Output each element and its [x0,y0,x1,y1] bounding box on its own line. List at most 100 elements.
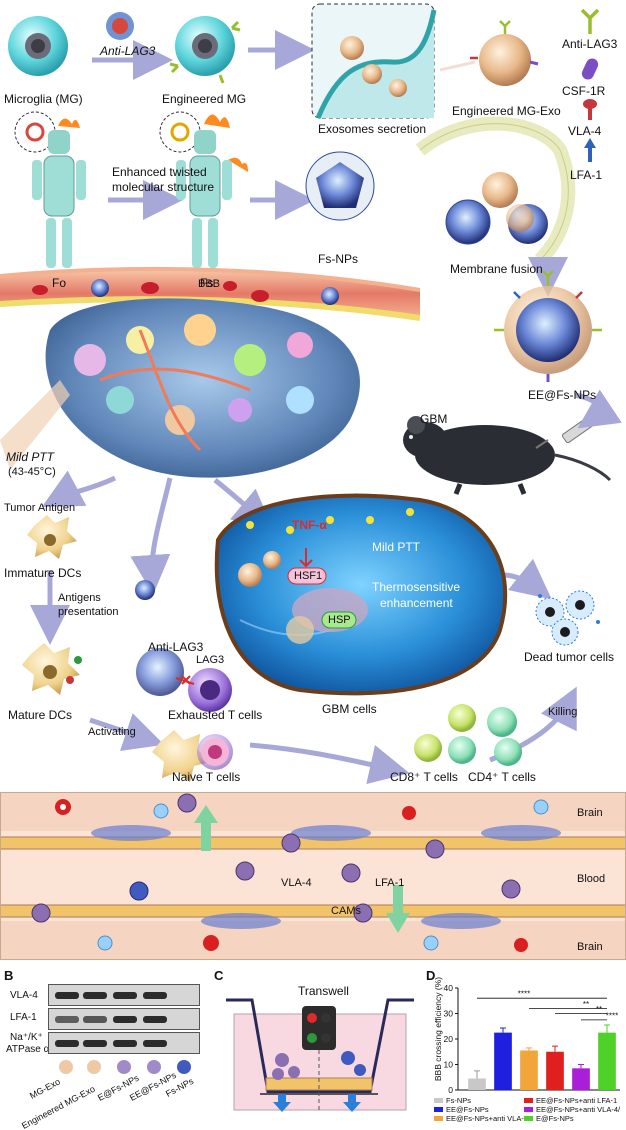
row-label-atpase: ATPase α1 [6,1044,55,1055]
sig-label-2: ** [596,1005,602,1014]
label-brain-top: Brain [577,807,603,819]
label-microglia: Microglia (MG) [4,92,83,106]
label-antigens: Antigens [58,592,101,604]
legend-label-anti-lag3: Anti-LAG3 [562,37,618,51]
label-tumor-antigen: Tumor Antigen [4,502,76,514]
label-mild-ptt: Mild PTT [6,450,54,464]
label-presentation: presentation [58,606,119,618]
row-label-na-k: Na⁺/K⁺ [10,1032,43,1043]
ee-fs-np-particles [31,793,521,923]
panel-b-letter: B [4,968,14,983]
label-killing: Killing [548,706,578,718]
legend-anti-lag3-icon [580,8,600,34]
label-activating: Activating [88,726,136,738]
label-naive-t: Naive T cells [172,770,241,784]
y-tick-label: 40 [444,983,454,993]
label-immature-dcs: Immature DCs [4,566,82,580]
bar-1 [494,1032,512,1090]
exhausted-t-cell [136,648,232,712]
bbb-crossing-artwork [1,793,625,959]
legend-swatch [524,1098,533,1103]
engineered-microglia-cell [169,16,241,84]
legend-item-2: EE@Fs-NPs+anti VLA-4 [434,1114,528,1123]
y-tick-label: 30 [444,1009,454,1019]
label-tnf: TNF-α [292,518,327,532]
legend-text: Fs-NPs [446,1096,471,1105]
label-dead-tumor: Dead tumor cells [524,650,615,664]
blot-vla4 [48,984,200,1006]
y-tick-label: 10 [444,1060,454,1070]
label-vla4: VLA-4 [281,877,312,889]
label-mild-ptt-temp: (43-45°C) [8,466,56,478]
legend-item-1: EE@Fs-NPs [434,1105,489,1114]
mouse-model [403,416,612,495]
label-anti-lag3-cell: Anti-LAG3 [148,640,204,654]
legend-swatch [524,1116,533,1121]
row-label-vla4: VLA-4 [10,990,38,1001]
fs-nanoparticle [305,151,375,221]
label-brain-bottom: Brain [577,941,603,953]
label-cd8: CD8⁺ T cells [390,770,458,784]
label-lfa1: LFA-1 [375,877,405,889]
legend-label-lfa1: LFA-1 [570,168,603,182]
label-mild-ptt-cell: Mild PTT [372,540,420,554]
dead-tumor-cells [535,590,600,646]
legend-csf1r-icon [581,58,599,80]
lane-icons [59,1060,191,1074]
label-gbm-cells: GBM cells [322,702,377,716]
legend-item-3: EE@Fs-NPs+anti LFA-1 [524,1096,617,1105]
legend-item-4: EE@Fs-NPs+anti VLA-4/ [524,1105,620,1114]
legend-swatch [434,1107,443,1112]
label-fo: Fo [52,276,67,290]
schematic-panel-a: Anti-LAG3 CSF-1R VLA-4 LFA-1 Microglia (… [0,3,622,785]
legend-text: E@Fs-NPs [536,1114,574,1123]
cd4-t-cells [487,707,522,766]
bar-3 [546,1051,564,1090]
legend-lfa1-icon [584,138,596,162]
panel-c-letter: C [214,968,224,983]
label-cd4: CD4⁺ T cells [468,770,536,784]
label-fs: Fs [200,276,214,290]
transwell-panel: C Transwell [212,962,422,1130]
legend-swatch [524,1107,533,1112]
blot-lfa1 [48,1008,200,1030]
sig-label-0: **** [518,990,530,999]
engineered-mg-exosome [470,20,539,86]
panel-d-letter: D [426,968,436,983]
exosome-secretion-inset [311,3,437,119]
label-gbm: GBM [420,412,448,426]
cd8-t-cells [414,704,476,764]
bar-0 [468,1078,486,1090]
sig-label-3: **** [606,1011,618,1020]
neuron-red [55,799,528,952]
neuron-blue [97,799,549,951]
label-lag3: LAG3 [196,654,225,666]
anti-lag3-plasmid-icon [106,12,134,40]
tumor-mass [45,298,360,478]
label-hsf1: HSF1 [294,570,323,582]
legend-vla4-icon [583,99,597,120]
label-exosomes-secretion: Exosomes secretion [318,122,427,136]
legend-text: EE@Fs-NPs [446,1105,489,1114]
ee-fs-nanoparticle [494,270,602,382]
legend-label-csf1r: CSF-1R [562,84,606,98]
bar-4 [572,1068,590,1090]
label-blood: Blood [577,873,606,885]
mature-dc-cell [22,643,82,695]
astrocyte-endfeet [91,825,561,929]
gbm-cell [214,493,508,696]
label-hsp: HSP [328,614,351,626]
label-mature-dcs: Mature DCs [8,708,73,722]
label-enhanced-twisted: Enhanced twisted [112,165,207,179]
label-fs-nps: Fs-NPs [318,252,358,266]
legend-text: EE@Fs-NPs+anti LFA-1 [536,1096,618,1105]
label-membrane-fusion: Membrane fusion [450,262,543,276]
sig-label-1: ** [583,1000,589,1009]
row-label-lfa1: LFA-1 [10,1012,37,1023]
label-cams: CAMs [331,905,361,917]
blood-vessel-bbb [0,266,421,321]
bar-5 [598,1032,616,1090]
legend-swatch [434,1098,443,1103]
